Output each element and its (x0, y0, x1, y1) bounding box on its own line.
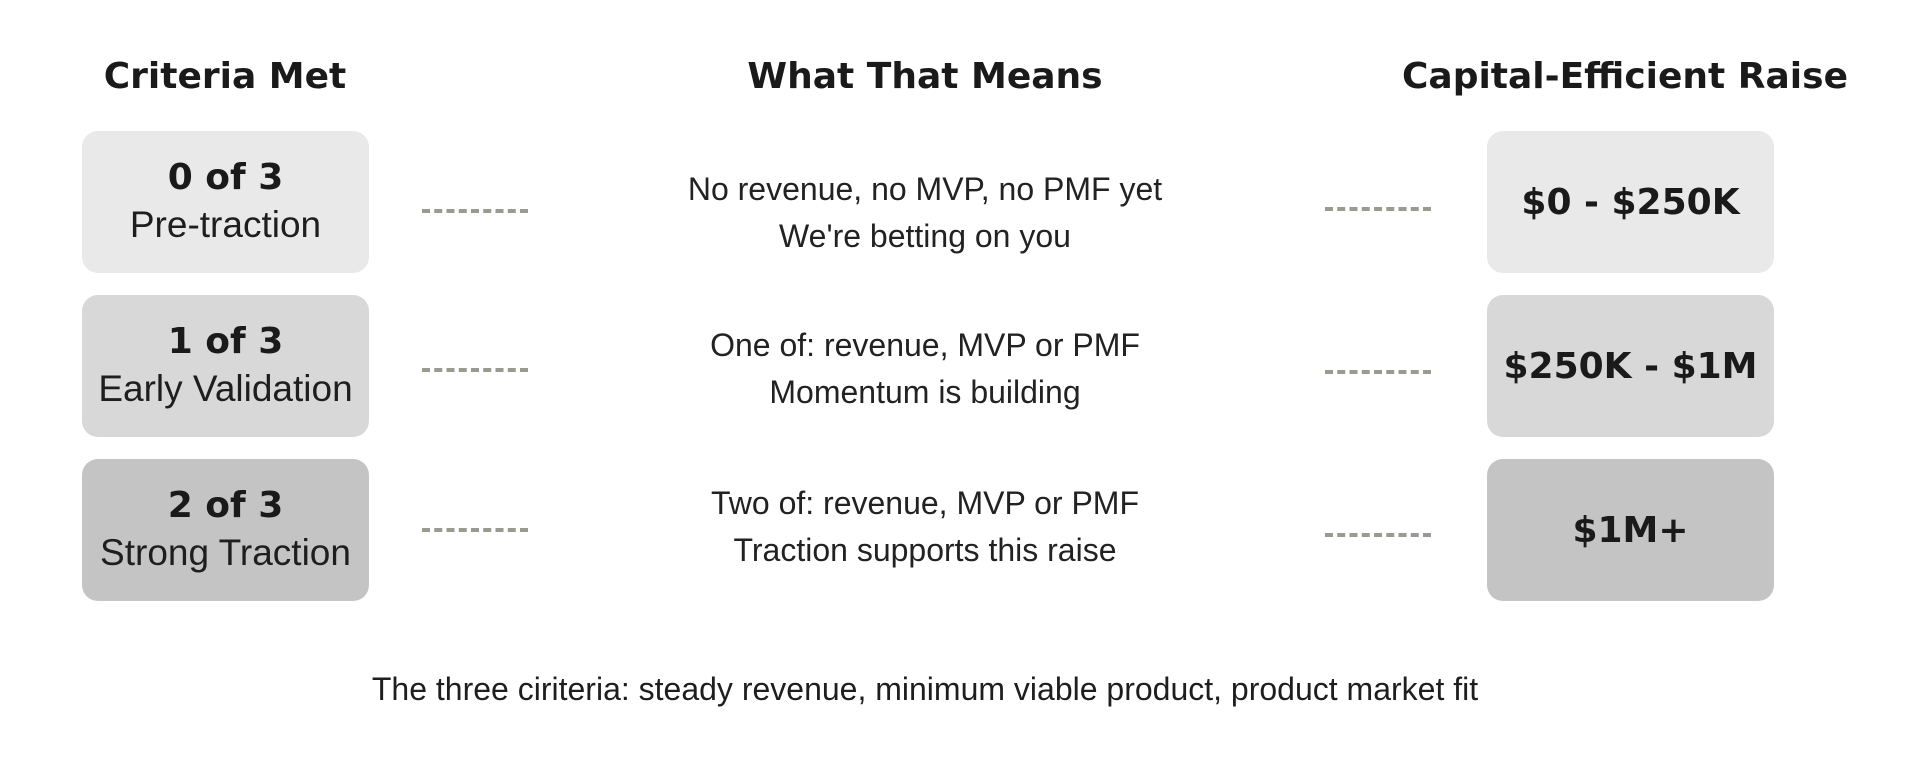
raise-amount: $1M+ (1572, 509, 1689, 551)
what-that-means-header: What That Means (747, 56, 1103, 97)
meaning-text-early-validation: One of: revenue, MVP or PMF Momentum is … (630, 322, 1220, 416)
capital-efficient-raise-header: Capital-Efficient Raise (1401, 56, 1848, 97)
meaning-line: Two of: revenue, MVP or PMF (710, 485, 1139, 521)
stage-label: Pre-traction (129, 204, 322, 245)
dashed-connector-right (1325, 533, 1431, 537)
raise-box-pre-traction: $0 - $250K (1487, 131, 1774, 273)
meaning-text-strong-traction: Two of: revenue, MVP or PMF Traction sup… (630, 480, 1220, 574)
criteria-box-pre-traction: 0 of 3 Pre-traction (82, 131, 369, 273)
meaning-line: We're betting on you (779, 218, 1071, 254)
dashed-connector-right (1325, 207, 1431, 211)
raise-amount: $250K - $1M (1503, 345, 1758, 387)
raise-box-early-validation: $250K - $1M (1487, 295, 1774, 437)
criteria-count: 2 of 3 (167, 485, 284, 526)
meaning-line: Momentum is building (769, 374, 1081, 410)
criteria-count: 1 of 3 (167, 321, 284, 362)
meaning-line: Traction supports this raise (733, 532, 1117, 568)
dashed-connector-right (1325, 370, 1431, 374)
raise-amount: $0 - $250K (1521, 181, 1740, 223)
criteria-met-header: Criteria Met (103, 56, 347, 97)
criteria-box-early-validation: 1 of 3 Early Validation (82, 295, 369, 437)
criteria-count: 0 of 3 (167, 157, 284, 198)
meaning-text-pre-traction: No revenue, no MVP, no PMF yet We're bet… (630, 166, 1220, 260)
criteria-footnote: The three ciriteria: steady revenue, min… (371, 671, 1479, 707)
dashed-connector-left (422, 368, 528, 372)
meaning-line: No revenue, no MVP, no PMF yet (687, 171, 1163, 207)
meaning-line: One of: revenue, MVP or PMF (710, 327, 1140, 363)
dashed-connector-left (422, 528, 528, 532)
stage-label: Strong Traction (100, 532, 351, 573)
stage-label: Early Validation (98, 368, 353, 409)
criteria-box-strong-traction: 2 of 3 Strong Traction (82, 459, 369, 601)
raise-box-strong-traction: $1M+ (1487, 459, 1774, 601)
dashed-connector-left (422, 209, 528, 213)
